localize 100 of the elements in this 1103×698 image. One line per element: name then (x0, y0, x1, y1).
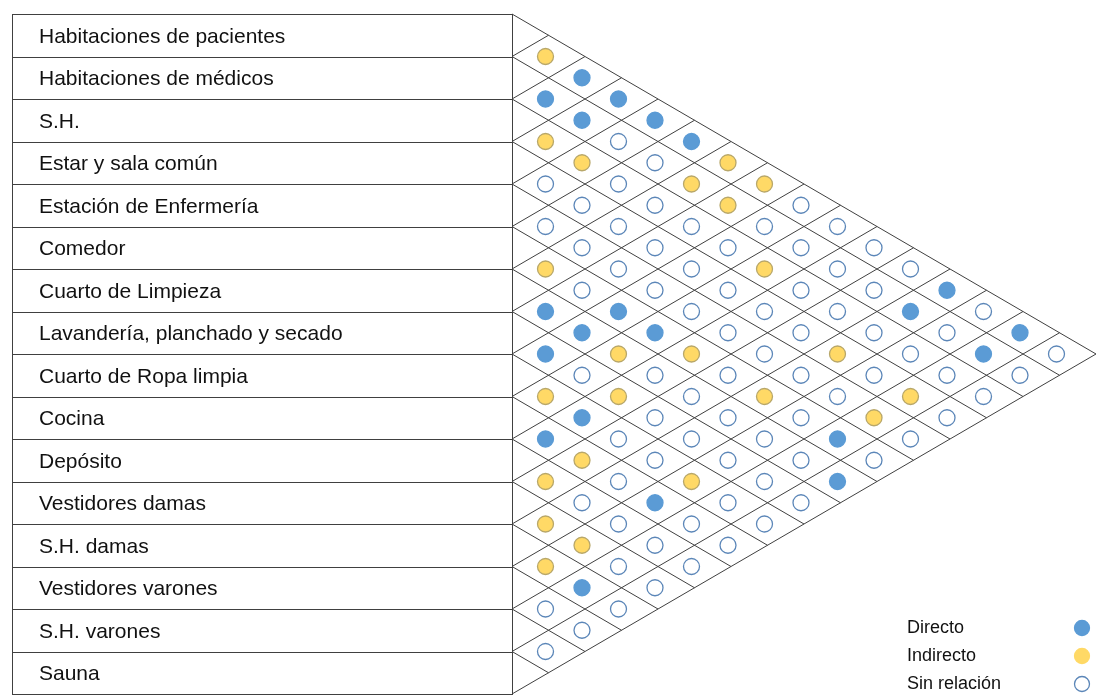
relation-dot (755, 430, 774, 448)
relation-dot (682, 387, 701, 406)
relation-dot (938, 409, 956, 427)
relation-dot (719, 366, 737, 384)
relation-dot (573, 451, 591, 469)
relation-dot (536, 47, 555, 66)
relation-dot (536, 600, 555, 618)
room-box: Lavandería, planchado y secado (12, 311, 513, 355)
relation-dot (682, 557, 701, 576)
relation-dot (536, 345, 555, 363)
room-box: Estar y sala común (12, 141, 513, 185)
relation-dot (573, 281, 591, 299)
room-box: S.H. varones (12, 609, 513, 653)
room-box: Habitaciones de médicos (12, 56, 513, 100)
relation-dot (646, 451, 664, 469)
relation-dot (938, 281, 956, 299)
relation-dot (536, 472, 555, 491)
relation-dot (573, 239, 591, 257)
relation-dot (865, 409, 883, 427)
relation-dot (573, 154, 591, 172)
relation-dot (682, 260, 701, 278)
relation-dot (646, 239, 664, 257)
relation-dot (536, 515, 555, 533)
relation-dot (646, 579, 664, 597)
legend-label: Directo (907, 617, 964, 638)
relation-dot (828, 217, 847, 236)
relation-dot (573, 621, 591, 639)
relation-dot (609, 387, 628, 406)
relation-dot (755, 472, 774, 491)
relation-dot (609, 430, 628, 448)
relation-dot (536, 175, 555, 193)
relation-dot (573, 196, 591, 214)
room-box: Depósito (12, 439, 513, 483)
relation-dot (682, 345, 701, 363)
room-box: Cuarto de Ropa limpia (12, 354, 513, 398)
relation-dot (573, 324, 591, 342)
relation-dot (792, 409, 810, 427)
relation-dot (865, 366, 883, 384)
relation-dot (646, 154, 664, 172)
relation-dot (609, 302, 628, 321)
relation-dot (609, 217, 628, 236)
relation-dot (609, 132, 628, 151)
relation-dot (573, 409, 591, 427)
relation-dot (719, 409, 737, 427)
room-box: Sauna (12, 651, 513, 695)
relation-dot (865, 281, 883, 299)
relation-dot (646, 366, 664, 384)
relation-dot (573, 366, 591, 384)
relation-dot (792, 196, 810, 214)
relation-dot (828, 387, 847, 406)
relation-dot (646, 111, 664, 129)
relation-dot (828, 302, 847, 321)
relation-dot (792, 366, 810, 384)
relation-dot (719, 324, 737, 342)
relation-dot (573, 494, 591, 512)
relation-dot (536, 217, 555, 236)
relation-dot (609, 557, 628, 576)
relation-dot (792, 281, 810, 299)
relation-dot (646, 409, 664, 427)
relation-dot (1011, 366, 1029, 384)
room-box: S.H. damas (12, 524, 513, 568)
relation-dot (609, 260, 628, 278)
room-box: Vestidores varones (12, 566, 513, 610)
relation-dot (646, 324, 664, 342)
relation-dot (646, 536, 664, 554)
relation-dot (865, 324, 883, 342)
relation-dot (755, 260, 774, 278)
relation-dot (828, 260, 847, 278)
relation-dot (682, 302, 701, 321)
relation-dot (573, 579, 591, 597)
room-box: S.H. (12, 99, 513, 143)
relation-dot (609, 90, 628, 108)
relation-dot (901, 387, 920, 406)
relation-dot (755, 345, 774, 363)
relation-dot (536, 90, 555, 108)
relation-dot (573, 536, 591, 554)
relation-dot (536, 387, 555, 406)
relation-dot (901, 430, 920, 448)
relation-dot (974, 302, 993, 321)
relation-dot (719, 536, 737, 554)
relation-dot (755, 515, 774, 533)
relation-dot (828, 472, 847, 491)
room-box: Cocina (12, 396, 513, 440)
relation-dot (609, 515, 628, 533)
relation-dot (974, 387, 993, 406)
room-box: Estación de Enfermería (12, 184, 513, 228)
relation-dot (901, 260, 920, 278)
relation-dot (865, 451, 883, 469)
relation-dot (573, 69, 591, 87)
room-box: Cuarto de Limpieza (12, 269, 513, 313)
relation-dot (609, 175, 628, 193)
relation-dot (536, 302, 555, 321)
relation-dot (755, 302, 774, 321)
relation-dot (719, 154, 737, 172)
relation-dot (1047, 345, 1066, 363)
relation-dot (901, 302, 920, 321)
room-box: Comedor (12, 226, 513, 270)
legend-label: Sin relación (907, 673, 1002, 694)
relation-dot (536, 430, 555, 448)
relation-dot (974, 345, 993, 363)
